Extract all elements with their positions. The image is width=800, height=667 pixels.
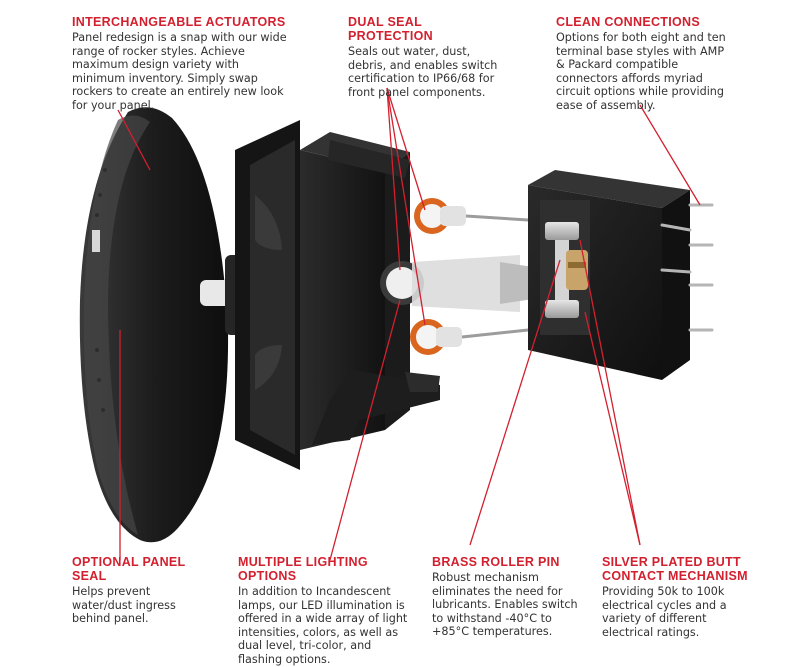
leader-lines (117, 87, 701, 561)
seal-upper (414, 198, 529, 234)
seal-middle (380, 255, 540, 312)
callout-title: CLEAN CONNECTIONS (556, 15, 700, 29)
rocker-actuator (79, 107, 229, 543)
callout-title: BRASS ROLLER PIN (432, 555, 560, 569)
callout-silver-plated-contact: SILVER PLATED BUTT CONTACT MECHANISM Pro… (602, 555, 752, 639)
callout-body: Seals out water, dust, debris, and enabl… (348, 45, 498, 99)
callout-body: Helps prevent water/dust ingress behind … (72, 585, 176, 626)
callout-body: Robust mechanism eliminates the need for… (432, 571, 578, 639)
callout-title: SILVER PLATED BUTT CONTACT MECHANISM (602, 555, 748, 583)
callout-body: Options for both eight and ten terminal … (556, 31, 726, 112)
callout-title: INTERCHANGEABLE ACTUATORS (72, 15, 286, 29)
callout-body: In addition to Incandescent lamps, our L… (238, 585, 408, 666)
callout-brass-roller-pin: BRASS ROLLER PIN Robust mechanism elimin… (432, 555, 592, 639)
callout-title: DUAL SEAL PROTECTION (348, 15, 433, 43)
callout-interchangeable-actuators: INTERCHANGEABLE ACTUATORS Panel redesign… (72, 15, 292, 113)
callout-optional-panel-seal: OPTIONAL PANEL SEAL Helps prevent water/… (72, 555, 212, 626)
callout-dual-seal-protection: DUAL SEAL PROTECTION Seals out water, du… (348, 15, 508, 99)
callout-clean-connections: CLEAN CONNECTIONS Options for both eight… (556, 15, 736, 113)
seal-lower (410, 319, 529, 355)
roller-pin-mechanism (545, 222, 588, 318)
callout-body: Panel redesign is a snap with our wide r… (72, 31, 287, 112)
callout-title: OPTIONAL PANEL SEAL (72, 555, 186, 583)
bezel-frame (235, 120, 440, 470)
callout-body: Providing 50k to 100k electrical cycles … (602, 585, 727, 639)
callout-multiple-lighting-options: MULTIPLE LIGHTING OPTIONS In addition to… (238, 555, 408, 667)
callout-title: MULTIPLE LIGHTING OPTIONS (238, 555, 368, 583)
